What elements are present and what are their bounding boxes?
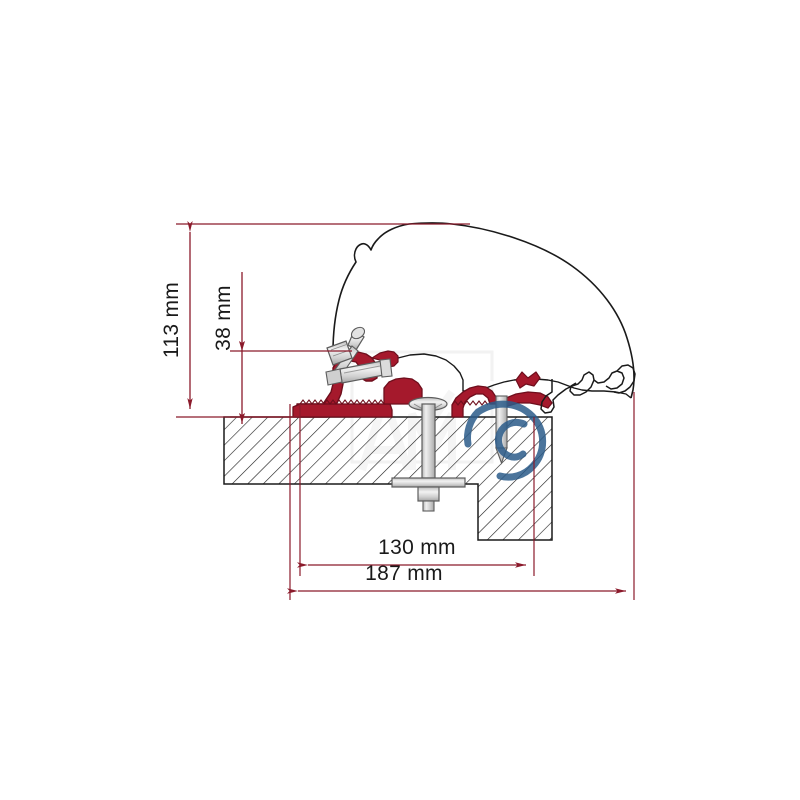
through-bolt-assembly: [391, 396, 466, 512]
clamp-bolt-assembly: [325, 326, 393, 386]
dimension-130mm-label: 130 mm: [378, 536, 456, 559]
dimension-130mm: 130 mm: [297, 404, 535, 576]
watermark-blue-mark: [464, 400, 547, 481]
dimension-38mm-label: 38 mm: [212, 285, 235, 351]
dimension-187mm: 187 mm: [287, 392, 635, 600]
rail-gutter-profile: [540, 364, 636, 414]
dimension-38mm: 38 mm: [212, 272, 352, 424]
dimension-187mm-label: 187 mm: [365, 562, 443, 585]
dimension-113mm-label: 113 mm: [160, 282, 183, 358]
awning-case-outline: [332, 222, 635, 399]
roof-panel-section: [223, 416, 553, 541]
